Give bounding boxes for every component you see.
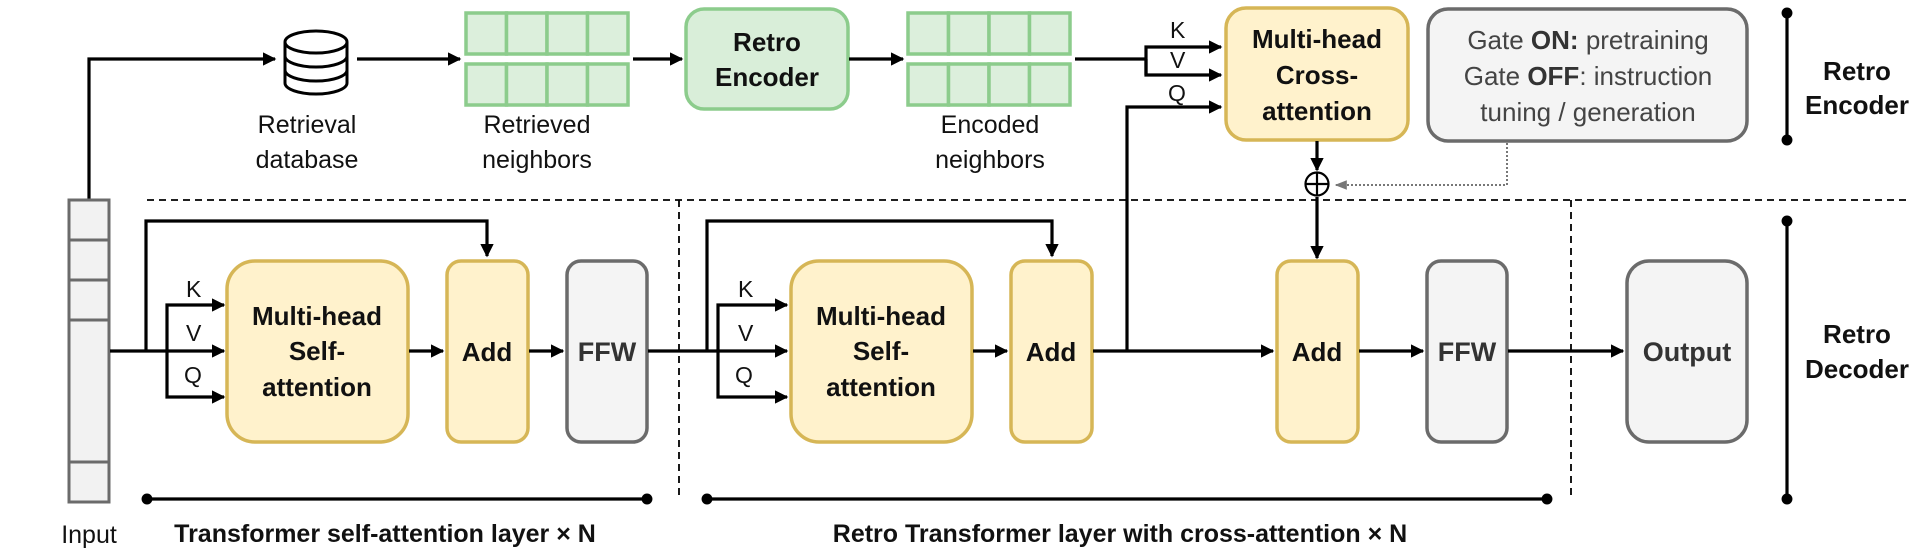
- cross-v-arrow: [1144, 59, 1223, 82]
- layer1-skip-arrow: [144, 219, 494, 351]
- gate-off-text-cont: tuning / generation: [1480, 97, 1695, 127]
- layer2-add-label: Add: [1026, 337, 1077, 367]
- neighbor-chunk-cell: [585, 62, 630, 107]
- layer2-ffw-block: [1425, 259, 1509, 444]
- neighbor-chunk-cell: [987, 62, 1032, 107]
- neighbor-chunk-cell: [1027, 11, 1072, 56]
- gate-control-arrow: [1334, 143, 1508, 190]
- output-label: Output: [1643, 337, 1731, 367]
- layer1-add-block: [445, 259, 530, 444]
- gate-on-text: Gate ON: pretraining: [1467, 25, 1708, 55]
- cross-k-label: K: [1170, 17, 1186, 43]
- decoder-side-label-line2: Decoder: [1805, 354, 1909, 384]
- output-block: [1625, 259, 1749, 444]
- input-token-cell: [67, 318, 111, 464]
- layer2-add-block: [1009, 259, 1094, 444]
- input-token-cell: [67, 198, 111, 242]
- layer2-q-arrow: [716, 351, 789, 404]
- neighbor-chunk-cell: [987, 11, 1032, 56]
- layer1-self-attention-block: [225, 259, 410, 444]
- neighbor-chunk-cell: [504, 11, 549, 56]
- neighbor-chunk-cell: [906, 11, 951, 56]
- decoder-side-label-line1: Retro: [1823, 319, 1891, 349]
- encoded-neighbors-label-line2: neighbors: [935, 146, 1045, 174]
- layer1-v-label: V: [186, 320, 202, 346]
- gate-sum-icon: [1304, 171, 1330, 197]
- encoded-neighbors-grid: [906, 11, 1072, 107]
- input-token-cell: [67, 238, 111, 282]
- cross-q-label: Q: [1168, 80, 1186, 106]
- neighbor-chunk-cell: [1027, 62, 1072, 107]
- neighbor-chunk-cell: [946, 11, 991, 56]
- retrieved-neighbors-grid: [464, 11, 630, 107]
- layer1-self-attention-line3: attention: [262, 372, 372, 402]
- layer2-self-attention-line3: attention: [826, 372, 936, 402]
- retro-encoder-block: [684, 7, 850, 111]
- input-token-cell: [67, 460, 111, 504]
- layer2-cross-add-label: Add: [1292, 337, 1343, 367]
- layer1-caption: Transformer self-attention layer × N: [174, 520, 596, 548]
- layer2-v-label: V: [738, 320, 754, 346]
- cross-attention-label-line3: attention: [1262, 96, 1372, 126]
- input-label: Input: [61, 521, 117, 549]
- layer2-k-label: K: [738, 276, 754, 302]
- gate-off-text: Gate OFF: instruction: [1464, 61, 1713, 91]
- retrieval-database-label-line2: database: [256, 146, 359, 174]
- cross-attention-label-line2: Cross-: [1276, 60, 1358, 90]
- layer1-self-attention-line2: Self-: [289, 336, 345, 366]
- input-token-cell: [67, 278, 111, 322]
- layer1-k-label: K: [186, 276, 202, 302]
- layer1-self-attention-line1: Multi-head: [252, 301, 382, 331]
- layer2-self-attention-line1: Multi-head: [816, 301, 946, 331]
- cross-v-label: V: [1170, 47, 1186, 73]
- input-token-column: [67, 198, 111, 504]
- layer1-q-label: Q: [184, 362, 202, 388]
- cross-attention-block: [1224, 6, 1410, 142]
- input-to-database-arrow: [87, 52, 277, 200]
- layer2-q-label: Q: [735, 362, 753, 388]
- neighbor-chunk-cell: [504, 62, 549, 107]
- retrieved-neighbors-label-line1: Retrieved: [484, 111, 591, 139]
- cross-attention-label-line1: Multi-head: [1252, 24, 1382, 54]
- gate-note-box: [1426, 7, 1749, 143]
- layer1-add-label: Add: [462, 337, 513, 367]
- cross-q-arrow: [1125, 100, 1223, 351]
- layer2-cross-add-block: [1275, 259, 1360, 444]
- layer1-k-arrow: [165, 298, 226, 351]
- layer1-q-arrow: [165, 351, 226, 404]
- encoded-neighbors-label-line1: Encoded: [941, 111, 1040, 139]
- encoder-side-label-line2: Encoder: [1805, 90, 1909, 120]
- neighbor-chunk-cell: [464, 62, 509, 107]
- neighbor-chunk-cell: [946, 62, 991, 107]
- layer2-k-arrow: [716, 298, 789, 351]
- neighbor-chunk-cell: [545, 62, 590, 107]
- layer1-ffw-label: FFW: [578, 337, 637, 367]
- neighbor-chunk-cell: [545, 11, 590, 56]
- retrieval-database-label-line1: Retrieval: [258, 111, 357, 139]
- layer2-self-attention-line2: Self-: [853, 336, 909, 366]
- retrieved-neighbors-label-line2: neighbors: [482, 146, 592, 174]
- layer2-skip-arrow: [705, 219, 1059, 351]
- neighbor-chunk-cell: [464, 11, 509, 56]
- database-icon: [283, 29, 349, 96]
- retro-encoder-label-line2: Encoder: [715, 62, 819, 92]
- retro-encoder-label-line1: Retro: [733, 27, 801, 57]
- layer2-self-attention-block: [789, 259, 974, 444]
- encoder-side-label-line1: Retro: [1823, 56, 1891, 86]
- layer2-caption: Retro Transformer layer with cross-atten…: [833, 520, 1407, 548]
- neighbor-chunk-cell: [906, 62, 951, 107]
- neighbor-chunk-cell: [585, 11, 630, 56]
- layer1-ffw-block: [565, 259, 649, 444]
- layer2-ffw-label: FFW: [1438, 337, 1497, 367]
